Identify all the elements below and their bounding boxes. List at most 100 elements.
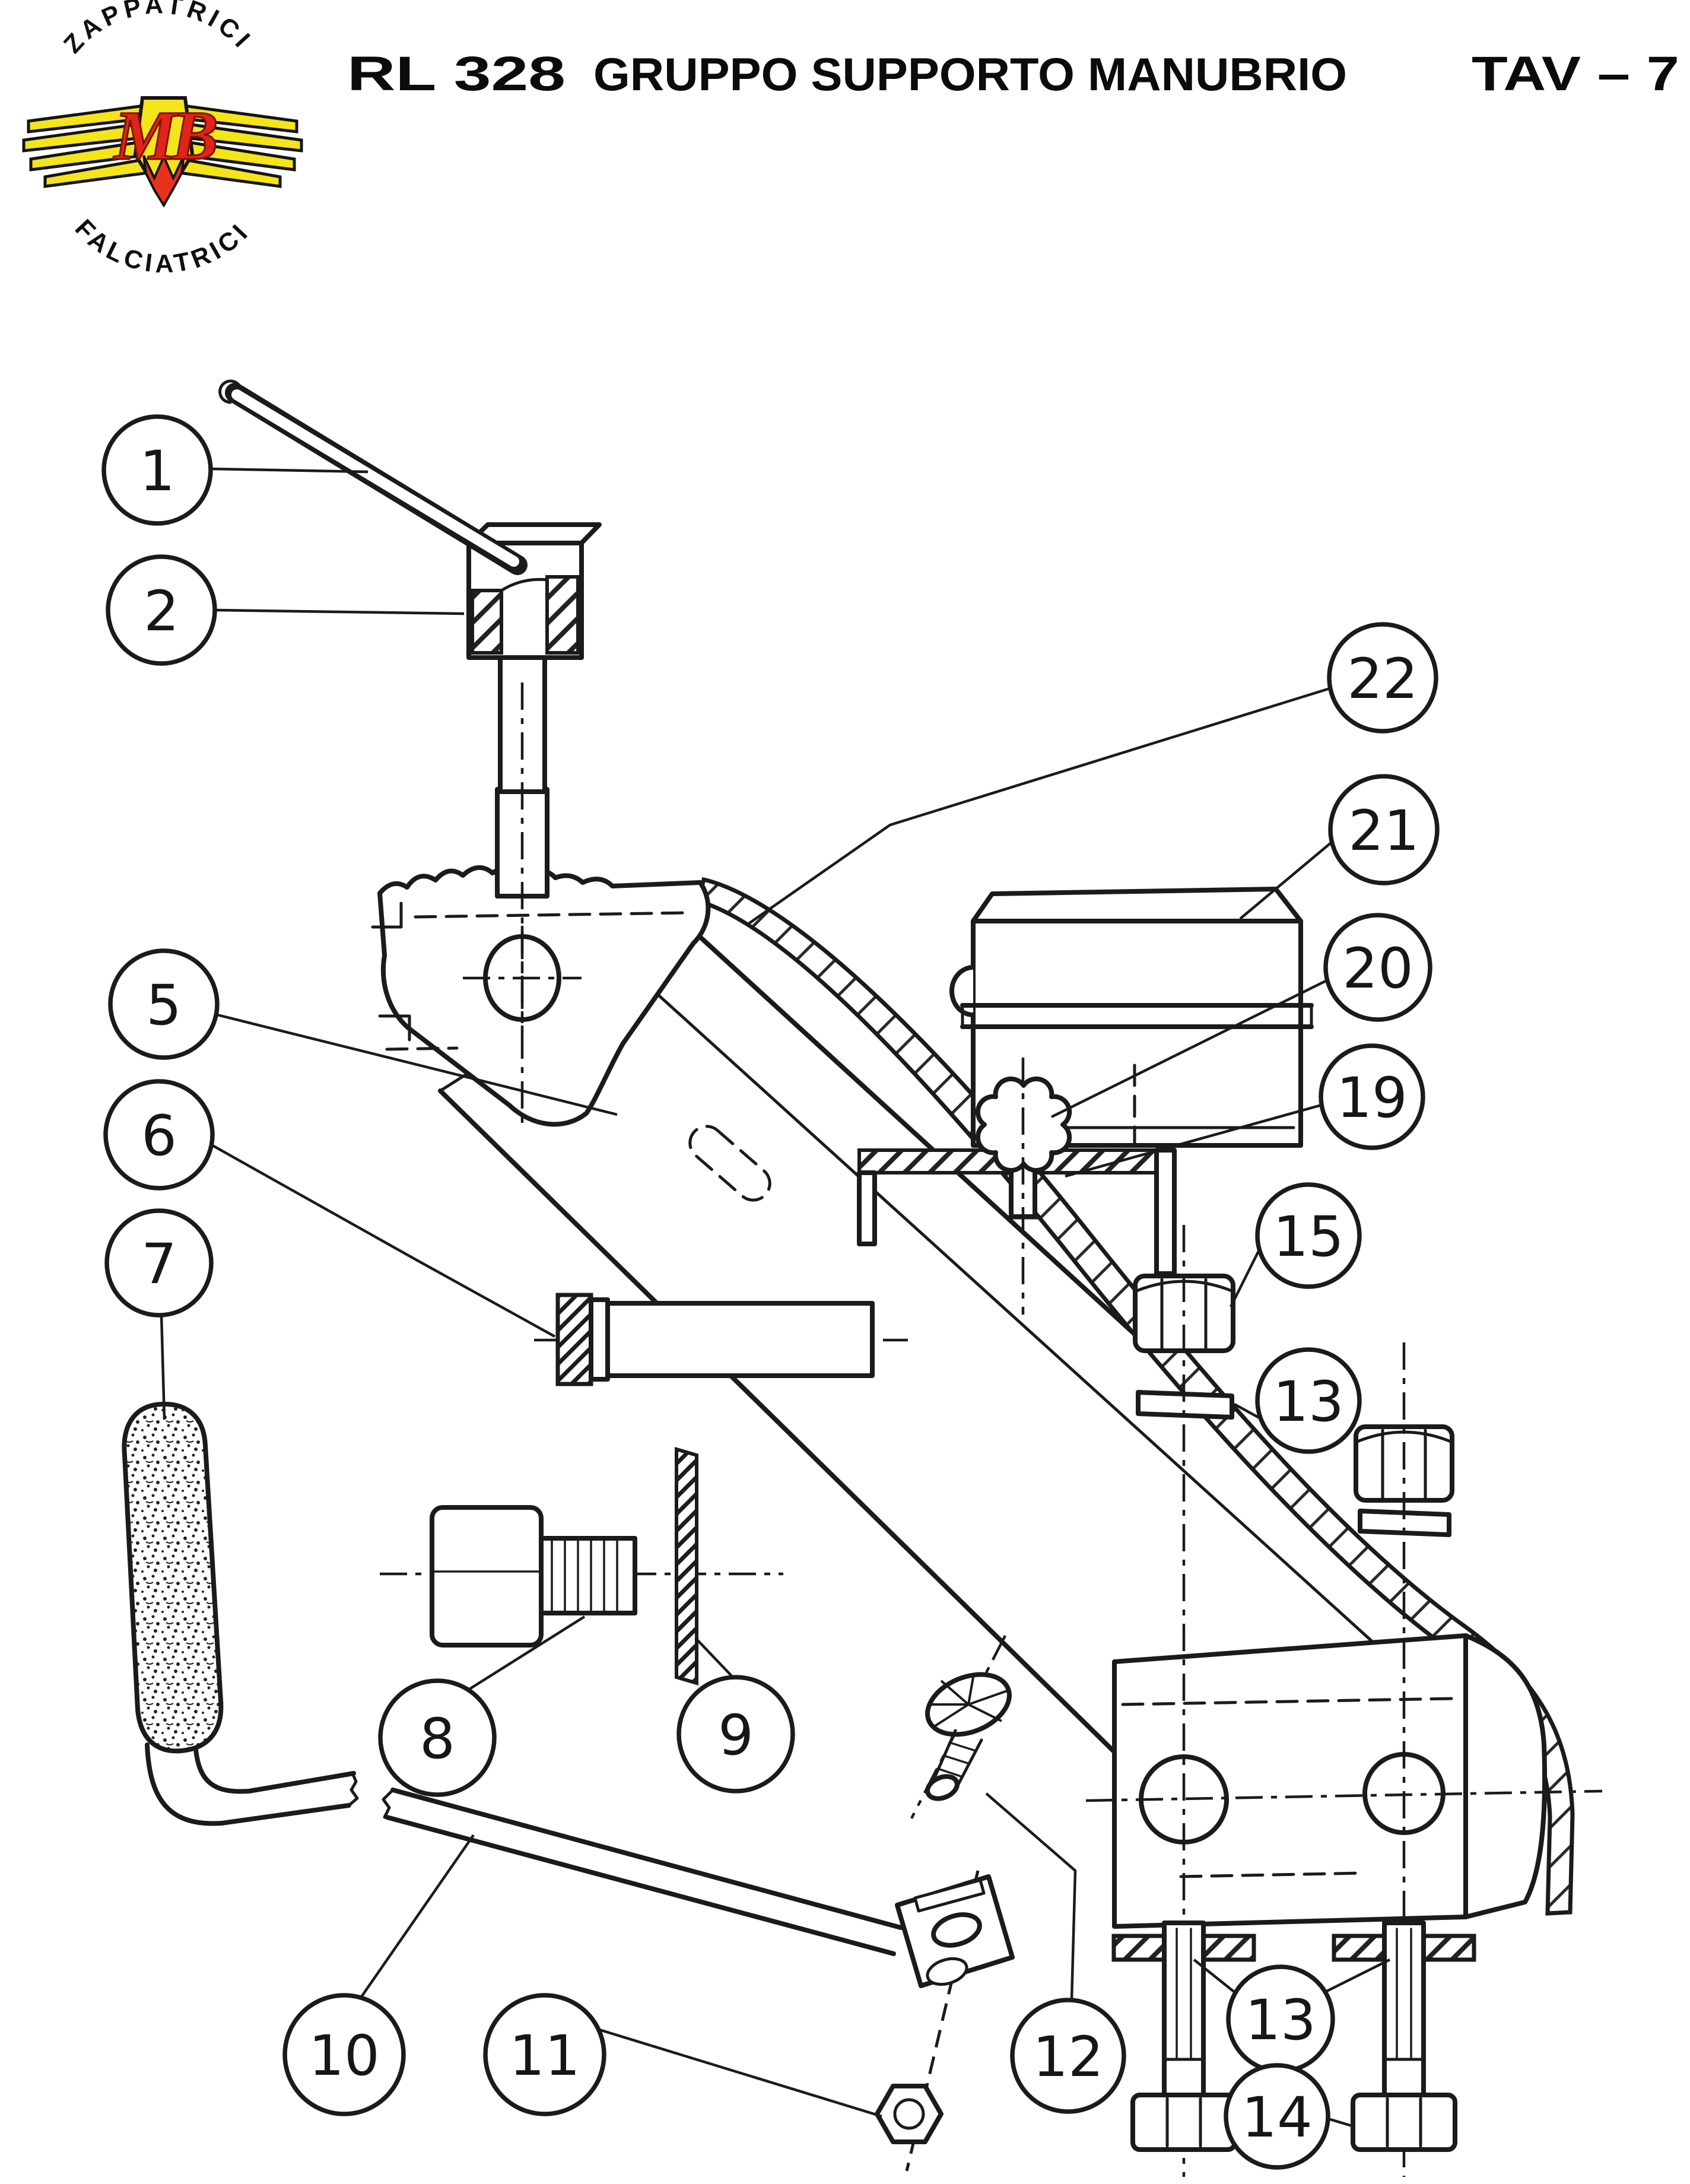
leader-line-7 [160,1315,166,1420]
callout-number-13: 13 [1245,1988,1316,2053]
callout-8: 8 [378,1678,497,1797]
callout-circle-22 [1327,622,1438,734]
callout-circle-8 [378,1678,497,1797]
leader-line-21 [1239,842,1332,920]
leader-line-11 [599,2028,882,2118]
tank-box-part-21 [949,887,1314,1148]
logo-bottom-arc-label: FALCIATRICI [69,214,252,279]
callout-circle-15 [1255,1182,1362,1289]
beam-hidden-slot [688,1125,771,1202]
callout-circle-12 [1010,1998,1126,2114]
leader-line-5 [217,1013,618,1116]
callout-number-9: 9 [718,1703,754,1768]
callout-number-6: 6 [141,1104,177,1169]
callout-number-1: 1 [139,439,175,504]
scalloped-clamp-plate [371,865,711,1127]
callout-number-10: 10 [309,2024,380,2088]
serrated-washer-part-9 [675,1446,698,1686]
callout-6: 6 [103,1079,215,1191]
callout-number-21: 21 [1348,799,1419,864]
callout-circle-1 [101,414,213,526]
callout-number-13: 13 [1273,1370,1344,1434]
callout-circle-14 [1224,2063,1330,2170]
screw-part-12 [910,1634,1012,1820]
callout-9: 9 [676,1675,795,1793]
callout-15: 15 [1255,1182,1362,1289]
leader-line-13 [1193,1958,1237,1994]
leader-line-6 [211,1144,556,1338]
leader-line-14 [1327,2117,1352,2128]
callout-circle-19 [1319,1043,1425,1150]
callout-number-5: 5 [146,973,182,1038]
callout-circle-13 [1255,1347,1362,1454]
bolt-part-14-right [1351,1920,1457,2152]
leader-line-22 [748,687,1330,925]
leader-line-19 [1065,1103,1322,1178]
callout-number-14: 14 [1241,2085,1313,2150]
callout-circle-9 [676,1675,795,1793]
beam-end-clamp-block [1085,1633,1603,1929]
mb-logo: ZAPPATRICI MB FALCIATRICI [22,0,303,279]
leader-line-10 [360,1834,475,1999]
callout-circle-5 [108,948,220,1060]
leader-line-12 [985,1792,1077,2001]
callout-13: 13 [1255,1347,1362,1454]
nut-hatch-left [471,589,503,655]
leader-line-15 [1229,1250,1260,1308]
callout-number-2: 2 [144,579,179,644]
logo-top-arc-label: ZAPPATRICI [58,0,254,59]
washer-right [1358,1509,1451,1537]
leader-line-20 [1051,979,1327,1119]
pivot-pin-part-6 [534,1293,908,1386]
leader-line-2 [214,608,465,615]
callout-21: 21 [1328,774,1440,885]
tilt-lever-part-1 [218,379,528,575]
callout-5: 5 [108,948,220,1060]
clevis-hole-top [931,1912,982,1948]
callout-7: 7 [104,1208,214,1318]
model-code: RL 328 [347,47,566,101]
nut-hatch-right [545,575,580,655]
leader-line-13 [1324,1958,1391,1993]
rod-part-10 [382,1788,1015,2172]
callout-20: 20 [1323,913,1432,1022]
clamp-nut-part-2 [466,522,602,660]
logo-flame [142,154,185,208]
callout-circle-20 [1323,913,1432,1022]
bolt-part-14-left [1130,1920,1237,2152]
callout-12: 12 [1010,1998,1126,2114]
callout-number-8: 8 [420,1707,455,1772]
callout-2: 2 [106,554,217,666]
page-title: GRUPPO SUPPORTO MANUBRIO [593,48,1347,100]
nut-part-11 [875,2084,944,2144]
lever-hook-tip [218,379,240,404]
callout-circle-10 [282,1993,406,2116]
callout-number-12: 12 [1033,2025,1104,2090]
callout-circle-7 [104,1208,214,1318]
callout-number-15: 15 [1273,1205,1344,1269]
clevis-hole-bottom [926,1957,968,1986]
steering-column [495,655,549,1128]
callout-number-22: 22 [1347,647,1418,712]
callout-22: 22 [1327,622,1438,734]
logo-top-arc-text: ZAPPATRICI [58,0,258,59]
logo-monogram: MB [113,97,216,174]
callout-10: 10 [282,1993,406,2116]
callout-circle-11 [483,1993,606,2116]
callout-circle-21 [1328,774,1440,885]
callout-13: 13 [1226,1964,1335,2074]
header: ZAPPATRICI MB FALCIATRICI RL 328 GRUPPO … [22,0,1679,279]
leader-line-13 [1233,1403,1262,1420]
spacer-pin-part-8 [380,1505,783,1647]
callout-1: 1 [101,414,213,526]
washer-part-13-upper [1136,1390,1234,1420]
callout-circle-6 [103,1079,215,1191]
star-knob-part-20 [975,1058,1072,1315]
callout-number-19: 19 [1336,1066,1408,1131]
leader-line-8 [466,1615,586,1691]
plate-number: TAV – 7 [1472,47,1679,101]
